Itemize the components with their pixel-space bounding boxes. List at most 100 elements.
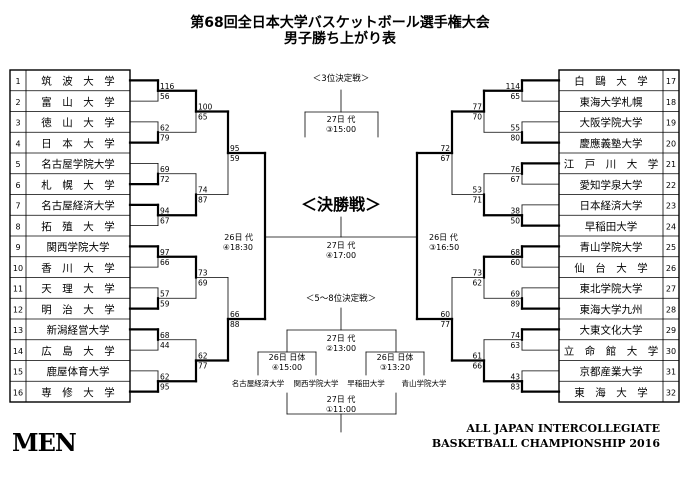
team-name: 徳 山 大 学 [41,116,115,129]
team-name: 東海大学札幌 [580,95,643,108]
left-r1-score-bottom: 59 [160,299,170,308]
title-line2: 男子勝ち上がり表 [284,31,396,47]
team-seed: 10 [13,264,23,273]
team-seed: 17 [666,77,676,86]
class-top-time: ②13:00 [326,344,356,353]
right-r1-score-bottom: 60 [510,258,520,267]
page-title: 第68回全日本大学バスケットボール選手権大会 男子勝ち上がり表 [0,15,680,47]
left-r1-score-top: 62 [160,123,170,132]
final-time: ④17:00 [326,251,356,260]
team-name: 慶應義塾大学 [580,137,643,150]
team-seed: 20 [666,139,676,148]
team-name: 愛知学泉大学 [580,178,643,191]
team-name: 名古屋経済大学 [41,199,115,212]
left-r3-score-top: 66 [230,310,240,319]
left-r2-score-bottom: 87 [198,196,208,205]
team-name: 青山学院大学 [580,241,643,254]
left-r1-score-top: 62 [160,372,170,381]
final-date: 27日 代 [327,240,356,250]
team-name: 広 島 大 学 [41,344,115,357]
team-seed: 16 [13,388,23,397]
team-seed: 11 [13,285,23,294]
team-seed: 3 [15,119,20,128]
left-r1-score-bottom: 72 [160,175,170,184]
right-r1-score-top: 43 [510,372,520,381]
left-r1-score-bottom: 67 [160,216,170,225]
right-r1-score-top: 68 [510,248,520,257]
championship-line2: BASKETBALL CHAMPIONSHIP 2016 [431,437,660,450]
right-r3-score-bottom: 77 [440,320,450,329]
team-name: 富 山 大 学 [41,95,115,108]
right-r2-score-top: 53 [472,186,482,195]
right-r1-score-bottom: 63 [510,341,520,350]
men-label: MEN [12,428,77,457]
team-name: 札 幌 大 学 [41,178,115,191]
right-r2-score-top: 73 [472,269,482,278]
team-name: 東海大学九州 [580,303,643,316]
right-r1-score-top: 74 [510,331,520,340]
team-name: 大東文化大学 [580,324,643,337]
team-name: 大阪学院大学 [580,116,643,129]
team-seed: 25 [666,243,676,252]
right-r1-score-top: 55 [510,123,520,132]
team-seed: 24 [666,222,676,231]
third-place-time: ③15:00 [326,125,356,134]
team-name: 鹿屋体育大学 [47,365,110,378]
class-semi-left-time: ④15:00 [272,363,302,372]
team-seed: 15 [13,368,23,377]
left-r2-score-top: 62 [198,352,208,361]
class-semi-left-date: 26日 日体 [269,352,306,362]
class-team-name: 早稲田大学 [347,378,385,388]
classification-label: ＜5～8位決定戦＞ [306,293,376,304]
team-name: 早稲田大学 [585,220,638,233]
final-label: ＜決勝戦＞ [301,195,381,214]
team-seed: 23 [666,202,676,211]
team-seed: 1 [15,77,20,86]
team-seed: 4 [15,139,20,148]
left-r3-score-bottom: 59 [230,154,240,163]
team-name: 香 川 大 学 [41,261,115,274]
right-r1-score-top: 76 [510,165,520,174]
right-r2-score-bottom: 62 [472,279,482,288]
right-r1-score-top: 114 [506,82,521,91]
left-r1-score-top: 57 [160,289,170,298]
class-bottom-time: ①11:00 [326,405,356,414]
team-name: 拓 殖 大 学 [41,220,115,233]
right-r1-score-bottom: 50 [510,216,520,225]
semifinal-left-date: 26日 代 [224,232,253,242]
team-seed: 26 [666,264,676,273]
right-r1-score-top: 38 [510,206,520,215]
class-team-name: 関西学院大学 [294,378,339,388]
left-r1-score-top: 69 [160,165,170,174]
team-seed: 8 [15,222,20,231]
right-r2-score-top: 77 [472,103,482,112]
left-r2-score-top: 100 [198,103,213,112]
right-r1-score-bottom: 83 [510,382,520,391]
right-r1-score-bottom: 65 [510,92,520,101]
team-seed: 18 [666,98,676,107]
left-r2-score-top: 73 [198,269,208,278]
right-r3-score-top: 72 [440,144,450,153]
left-r1-score-bottom: 56 [160,92,170,101]
team-seed: 31 [666,368,676,377]
team-name: 新潟経営大学 [47,324,110,337]
team-name: 明 治 大 学 [41,303,115,316]
team-seed: 29 [666,326,676,335]
class-semi-right-time: ③13:20 [380,363,410,372]
team-seed: 13 [13,326,23,335]
semifinal-left-time: ④18:30 [223,243,253,252]
team-seed: 21 [666,160,676,169]
team-seed: 30 [666,347,676,356]
right-r2-score-top: 61 [472,352,482,361]
right-r2-score-bottom: 71 [472,196,482,205]
semifinal-right-date: 26日 代 [429,232,458,242]
left-r1-score-top: 116 [160,82,175,91]
team-name: 仙 台 大 学 [574,261,648,274]
right-r3-score-bottom: 67 [440,154,450,163]
team-seed: 27 [666,285,676,294]
right-r1-score-bottom: 67 [510,175,520,184]
team-seed: 6 [15,181,20,190]
team-name: 日 本 大 学 [41,137,115,150]
team-seed: 5 [15,160,20,169]
